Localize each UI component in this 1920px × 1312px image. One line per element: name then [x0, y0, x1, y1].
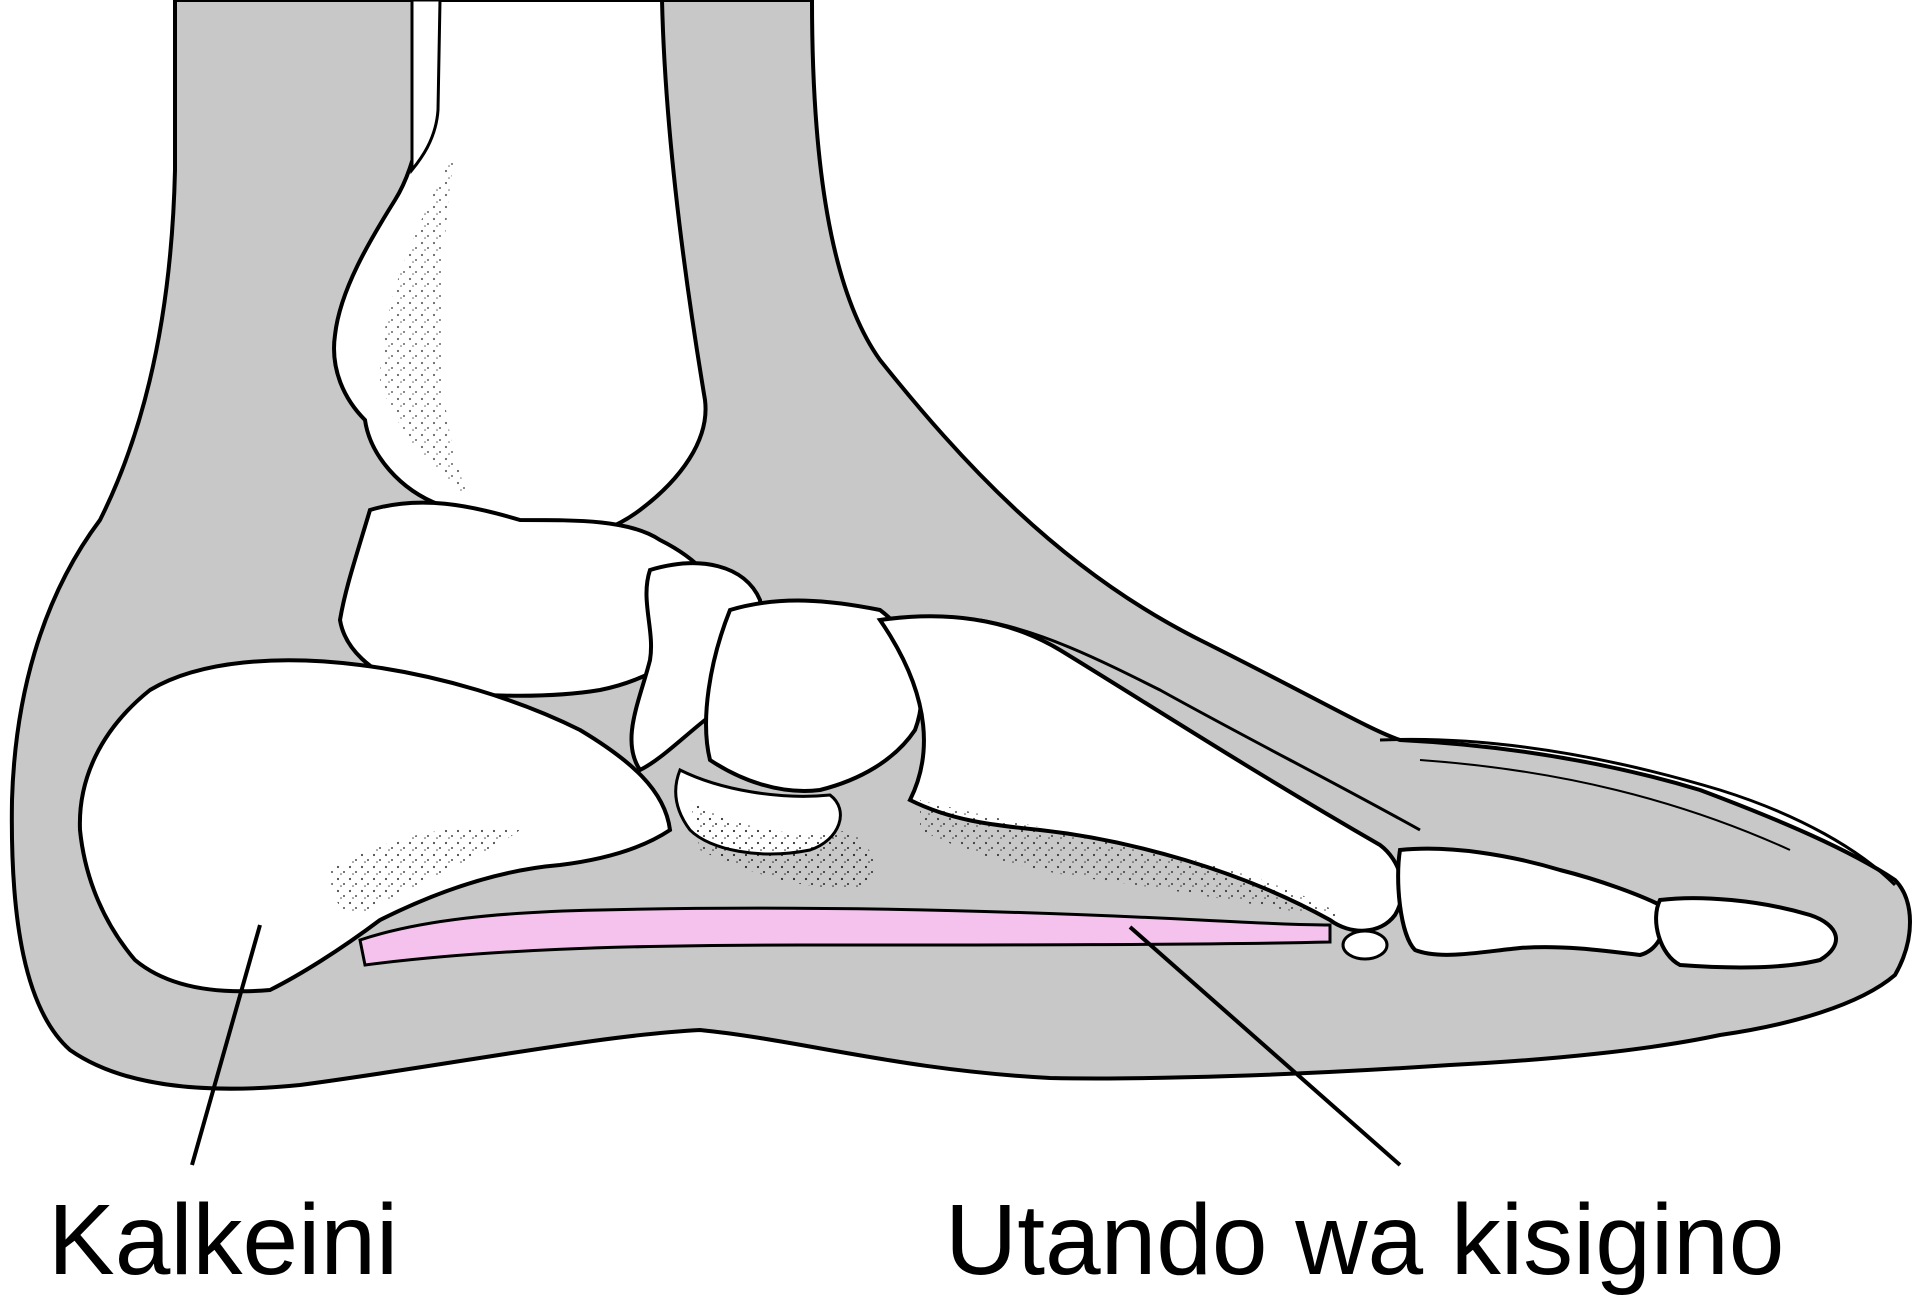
calcaneus-shading	[330, 827, 520, 915]
plantar-fascia-label: Utando wa kisigino	[945, 1184, 1785, 1296]
metatarsal-shading	[920, 800, 1350, 920]
proximal-phalanx-bone	[1396, 846, 1666, 958]
cuneiform-bone	[704, 598, 924, 793]
calcaneus-label: Kalkeini	[48, 1184, 399, 1296]
plantar-fascia-leader-line	[1128, 925, 1402, 1167]
plantar-fascia-band	[358, 906, 1332, 967]
calcaneus-bone	[77, 658, 673, 994]
sesamoid-bone	[1341, 929, 1389, 961]
midfoot-shading	[690, 800, 874, 890]
toe-outline	[1379, 737, 1897, 887]
distal-phalanx-bone	[1654, 896, 1838, 970]
toe-outline	[1419, 759, 1791, 851]
fibula-bone	[410, 0, 442, 175]
metatarsal-bone	[979, 618, 1421, 832]
tibia-shading	[380, 150, 470, 500]
calcaneus-leader-line	[190, 924, 262, 1166]
